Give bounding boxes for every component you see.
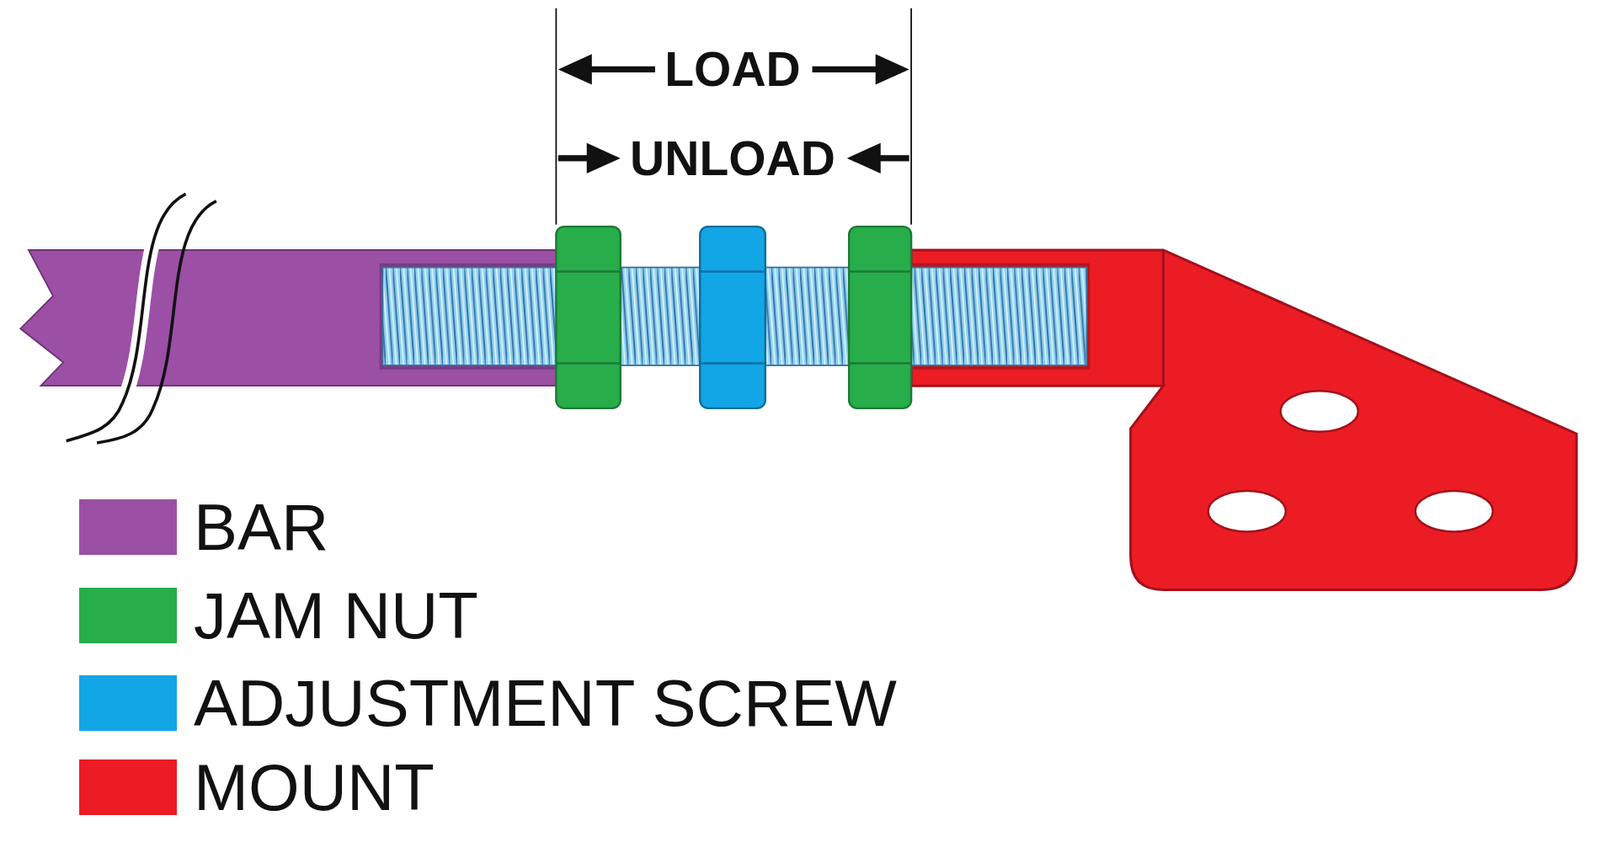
legend-entry: ADJUSTMENT SCREW	[79, 674, 897, 732]
nut-face	[699, 270, 766, 272]
arrowhead	[558, 53, 592, 85]
arrowhead	[847, 143, 881, 174]
adjustment-screw	[699, 226, 766, 409]
nut-face	[848, 270, 912, 272]
jam-nut-body	[555, 226, 620, 409]
legend-swatch	[79, 759, 177, 816]
mount-hole	[1415, 490, 1494, 532]
dimension-label: UNLOAD	[629, 133, 836, 182]
legend-entry: JAM NUT	[79, 586, 479, 645]
dimension-lines	[555, 8, 912, 225]
jam-nut	[848, 226, 912, 409]
dimension-label: LOAD	[664, 45, 800, 94]
dimension-arrow	[812, 66, 886, 73]
nut-face	[555, 270, 620, 272]
arrowhead	[586, 143, 621, 174]
nut-face	[699, 362, 766, 364]
nut-face	[555, 362, 620, 364]
mount-edge	[1162, 250, 1165, 386]
mount-hole	[1280, 390, 1359, 432]
break-mark	[66, 193, 187, 441]
legend-swatch	[79, 587, 177, 644]
legend-entry: BAR	[79, 498, 329, 556]
extension-line	[554, 8, 557, 225]
dimension-arrow	[581, 66, 656, 73]
mount-hole	[1208, 490, 1286, 532]
legend-label: MOUNT	[193, 754, 435, 821]
legend-label: ADJUSTMENT SCREW	[193, 670, 897, 736]
legend-label: BAR	[193, 494, 329, 560]
legend-swatch	[79, 499, 177, 555]
adjustment-screw-body	[699, 226, 766, 409]
legend-swatch	[79, 675, 177, 731]
legend-entry: MOUNT	[79, 758, 435, 816]
nut-face	[848, 362, 912, 364]
arrowhead	[875, 53, 910, 85]
legend-label: JAM NUT	[193, 582, 479, 649]
extension-line	[910, 8, 912, 225]
jam-nut-body	[848, 226, 912, 409]
break-mark	[96, 201, 217, 443]
break-mark	[66, 193, 187, 441]
jam-nut	[555, 226, 620, 409]
